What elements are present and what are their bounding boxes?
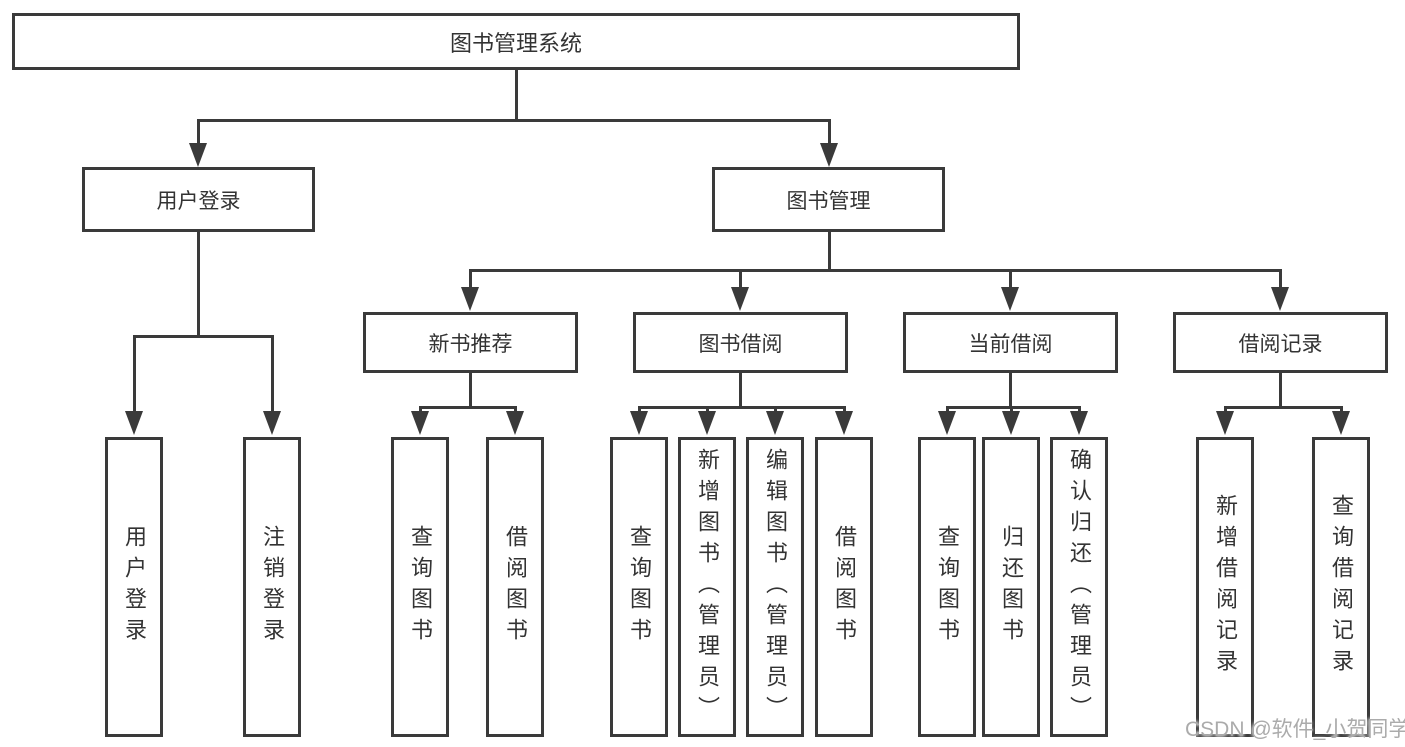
connector-drop (1077, 406, 1081, 414)
arrow-down-icon (835, 411, 853, 435)
node-leaf-borrowing-edit-books-admin-label: 编辑图书（管理员） (763, 447, 788, 727)
connector-user-login-rail (132, 335, 274, 338)
node-user-login: 用户登录 (82, 167, 315, 232)
connector-records-rail (1223, 406, 1343, 409)
node-leaf-current-query-books-label: 查询图书 (935, 525, 960, 649)
node-book-borrowing-label: 图书借阅 (698, 332, 783, 356)
arrow-down-icon (125, 411, 143, 435)
connector-current-rail (945, 406, 1081, 409)
node-leaf-current-confirm-return-admin-label: 确认归还（管理员） (1067, 447, 1092, 727)
node-leaf-logout: 注销登录 (243, 437, 301, 737)
connector-drop-book-borrowing (738, 269, 742, 291)
node-book-management: 图书管理 (712, 167, 945, 232)
connector-drop (705, 406, 709, 414)
node-leaf-current-confirm-return-admin: 确认归还（管理员） (1050, 437, 1108, 737)
node-leaf-borrowing-borrow-books-label: 借阅图书 (832, 525, 857, 649)
node-leaf-current-query-books: 查询图书 (918, 437, 976, 737)
connector-recommend-rail (418, 406, 517, 409)
connector-drop (1223, 406, 1227, 414)
arrow-down-icon (1271, 287, 1289, 311)
connector-drop (513, 406, 517, 414)
node-leaf-borrowing-add-books-admin-label: 新增图书（管理员） (695, 447, 720, 727)
connector-root-rail (196, 119, 831, 122)
arrow-down-icon (938, 411, 956, 435)
node-leaf-records-query-record: 查询借阅记录 (1312, 437, 1370, 737)
connector-borrowing-stem (738, 373, 742, 409)
connector-recommend-stem (468, 373, 472, 409)
arrow-down-icon (1001, 287, 1019, 311)
node-root: 图书管理系统 (12, 13, 1020, 70)
arrow-down-icon (820, 143, 838, 167)
connector-drop (842, 406, 846, 414)
arrow-down-icon (263, 411, 281, 435)
node-book-management-label: 图书管理 (786, 189, 871, 213)
node-leaf-borrowing-borrow-books: 借阅图书 (815, 437, 873, 737)
node-new-book-recommend-label: 新书推荐 (428, 332, 513, 356)
arrow-down-icon (461, 287, 479, 311)
arrow-down-icon (766, 411, 784, 435)
connector-drop (1339, 406, 1343, 414)
connector-drop (773, 406, 777, 414)
arrow-down-icon (506, 411, 524, 435)
connector-current-stem (1008, 373, 1012, 409)
arrow-down-icon (411, 411, 429, 435)
node-root-label: 图书管理系统 (449, 30, 582, 56)
node-new-book-recommend: 新书推荐 (363, 312, 578, 373)
connector-drop-leaf-user-login (132, 335, 136, 413)
connector-drop-new-book-recommend (468, 269, 472, 291)
node-leaf-borrowing-query-books: 查询图书 (610, 437, 668, 737)
connector-drop-leaf-logout (270, 335, 274, 413)
node-current-borrowing: 当前借阅 (903, 312, 1118, 373)
node-leaf-recommend-query-books-label: 查询图书 (408, 525, 433, 649)
node-leaf-records-add-record: 新增借阅记录 (1196, 437, 1254, 737)
node-leaf-borrowing-add-books-admin: 新增图书（管理员） (678, 437, 736, 737)
arrow-down-icon (630, 411, 648, 435)
node-book-borrowing: 图书借阅 (633, 312, 848, 373)
arrow-down-icon (1070, 411, 1088, 435)
connector-drop (1009, 406, 1013, 414)
node-current-borrowing-label: 当前借阅 (968, 332, 1053, 356)
node-leaf-borrowing-edit-books-admin: 编辑图书（管理员） (746, 437, 804, 737)
node-leaf-logout-label: 注销登录 (260, 525, 285, 649)
node-leaf-user-login: 用户登录 (105, 437, 163, 737)
watermark: CSDN @软件_小贺同学 (1185, 718, 1405, 741)
arrow-down-icon (189, 143, 207, 167)
connector-book-management-rail (468, 269, 1282, 272)
node-leaf-records-add-record-label: 新增借阅记录 (1213, 494, 1238, 680)
connector-root-stem (514, 70, 518, 122)
connector-drop-borrowing-records (1278, 269, 1282, 291)
connector-borrowing-rail (637, 406, 846, 409)
node-leaf-recommend-borrow-books-label: 借阅图书 (503, 525, 528, 649)
node-leaf-records-query-record-label: 查询借阅记录 (1329, 494, 1354, 680)
node-leaf-borrowing-query-books-label: 查询图书 (627, 525, 652, 649)
connector-drop (418, 406, 422, 414)
arrow-down-icon (1002, 411, 1020, 435)
connector-drop-book-management (827, 119, 831, 147)
node-borrowing-records: 借阅记录 (1173, 312, 1388, 373)
node-leaf-current-return-books: 归还图书 (982, 437, 1040, 737)
arrow-down-icon (1216, 411, 1234, 435)
node-leaf-current-return-books-label: 归还图书 (999, 525, 1024, 649)
arrow-down-icon (1332, 411, 1350, 435)
connector-records-stem (1278, 373, 1282, 409)
connector-drop (637, 406, 641, 414)
node-user-login-label: 用户登录 (156, 189, 241, 213)
arrow-down-icon (731, 287, 749, 311)
arrow-down-icon (698, 411, 716, 435)
connector-book-management-stem (827, 232, 831, 272)
connector-drop-user-login (196, 119, 200, 147)
node-leaf-user-login-label: 用户登录 (122, 525, 147, 649)
connector-drop-current-borrowing (1008, 269, 1012, 291)
node-borrowing-records-label: 借阅记录 (1238, 332, 1323, 356)
node-leaf-recommend-query-books: 查询图书 (391, 437, 449, 737)
connector-drop (945, 406, 949, 414)
node-leaf-recommend-borrow-books: 借阅图书 (486, 437, 544, 737)
connector-user-login-stem (196, 232, 200, 338)
